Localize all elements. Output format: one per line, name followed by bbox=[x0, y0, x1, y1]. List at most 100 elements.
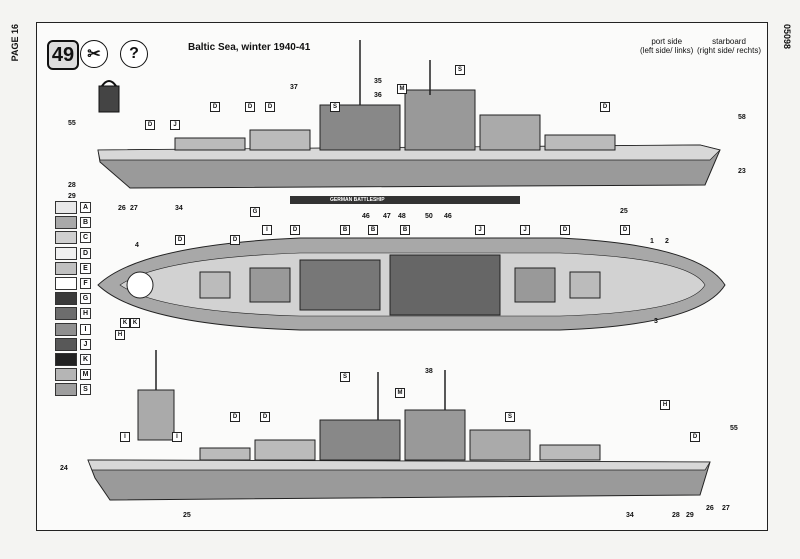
color-swatch bbox=[55, 261, 77, 275]
color-callout: D bbox=[265, 102, 275, 112]
part-number: 29 bbox=[686, 512, 694, 519]
part-number: 55 bbox=[730, 425, 738, 432]
color-code: I bbox=[80, 323, 91, 335]
part-number: 34 bbox=[626, 512, 634, 519]
color-callout: M bbox=[395, 388, 405, 398]
color-code: G bbox=[80, 293, 91, 305]
color-callout: S bbox=[330, 102, 340, 112]
color-callout: J bbox=[170, 120, 180, 130]
color-swatch bbox=[55, 368, 77, 382]
part-number: 58 bbox=[738, 114, 746, 121]
color-callout: M bbox=[397, 84, 407, 94]
part-number: 2 bbox=[665, 238, 669, 245]
color-swatch bbox=[55, 216, 77, 230]
color-swatch bbox=[55, 201, 77, 215]
color-swatch bbox=[55, 337, 77, 351]
color-code: C bbox=[80, 232, 91, 244]
decal-icon bbox=[98, 78, 120, 114]
part-number: 35 bbox=[374, 78, 382, 85]
legend-row: E bbox=[55, 261, 91, 276]
part-number: 55 bbox=[68, 120, 76, 127]
color-callout: D bbox=[245, 102, 255, 112]
color-swatch bbox=[55, 307, 77, 321]
legend-row: K bbox=[55, 352, 91, 367]
color-code: K bbox=[80, 353, 91, 365]
glue-icon: ✂ bbox=[80, 40, 108, 68]
legend-row: H bbox=[55, 306, 91, 321]
part-number: 26 bbox=[118, 205, 126, 212]
color-callout: H bbox=[115, 330, 125, 340]
legend-row: A bbox=[55, 200, 91, 215]
step-number: 49 bbox=[47, 40, 79, 70]
color-callout: D bbox=[230, 412, 240, 422]
part-number: 29 bbox=[68, 193, 76, 200]
kit-code: 05098 bbox=[782, 24, 792, 50]
part-number: 48 bbox=[398, 213, 406, 220]
mast-detail-inset bbox=[137, 350, 175, 441]
color-callout: K bbox=[120, 318, 130, 328]
color-callout: I bbox=[262, 225, 272, 235]
port-side-profile bbox=[97, 40, 721, 204]
color-callout: D bbox=[210, 102, 220, 112]
color-callout: D bbox=[560, 225, 570, 235]
part-number: 25 bbox=[620, 208, 628, 215]
legend-row: B bbox=[55, 215, 91, 230]
color-swatch bbox=[55, 292, 77, 306]
question-icon: ? bbox=[120, 40, 148, 68]
color-code: H bbox=[80, 308, 91, 320]
part-number: 47 bbox=[383, 213, 391, 220]
deck-plan-view bbox=[97, 237, 726, 331]
color-callout: K bbox=[130, 318, 140, 328]
color-callout: D bbox=[175, 235, 185, 245]
color-code: F bbox=[80, 278, 91, 290]
color-swatch bbox=[55, 231, 77, 245]
color-callout: D bbox=[290, 225, 300, 235]
part-number: 27 bbox=[722, 505, 730, 512]
color-callout: D bbox=[620, 225, 630, 235]
legend-row: F bbox=[55, 276, 91, 291]
starboard-header: starboard(right side/ rechts) bbox=[697, 37, 762, 55]
part-number: 24 bbox=[60, 465, 68, 472]
color-callout: S bbox=[340, 372, 350, 382]
color-swatch bbox=[55, 277, 77, 291]
starboard-side-profile bbox=[87, 370, 711, 501]
part-number: 38 bbox=[425, 368, 433, 375]
color-code: E bbox=[80, 262, 91, 274]
color-code: M bbox=[80, 369, 91, 381]
color-callout: D bbox=[690, 432, 700, 442]
part-number: 27 bbox=[130, 205, 138, 212]
part-number: 46 bbox=[444, 213, 452, 220]
part-number: 3 bbox=[654, 318, 658, 325]
legend-row: C bbox=[55, 230, 91, 245]
color-swatch bbox=[55, 246, 77, 260]
color-callout: S bbox=[455, 65, 465, 75]
legend-row: D bbox=[55, 246, 91, 261]
part-number: 23 bbox=[738, 168, 746, 175]
color-code: B bbox=[80, 217, 91, 229]
color-callout: H bbox=[660, 400, 670, 410]
part-number: 34 bbox=[175, 205, 183, 212]
part-number: 25 bbox=[183, 512, 191, 519]
legend-row: G bbox=[55, 291, 91, 306]
stand-plate: GERMAN BATTLESHIP bbox=[330, 197, 385, 203]
legend-row: J bbox=[55, 337, 91, 352]
color-callout: B bbox=[400, 225, 410, 235]
color-code: J bbox=[80, 338, 91, 350]
color-swatch bbox=[55, 352, 77, 366]
part-number: 37 bbox=[290, 84, 298, 91]
part-number: 4 bbox=[135, 242, 139, 249]
color-callout: D bbox=[600, 102, 610, 112]
color-callout: I bbox=[172, 432, 182, 442]
color-callout: B bbox=[340, 225, 350, 235]
color-code: S bbox=[80, 384, 91, 396]
legend-row: S bbox=[55, 382, 91, 397]
color-callout: I bbox=[120, 432, 130, 442]
part-number: 28 bbox=[68, 182, 76, 189]
part-number: 26 bbox=[706, 505, 714, 512]
legend-row: I bbox=[55, 322, 91, 337]
port-side-header: port side(left side/ links) bbox=[640, 37, 694, 55]
color-callout: D bbox=[260, 412, 270, 422]
color-callout: J bbox=[475, 225, 485, 235]
